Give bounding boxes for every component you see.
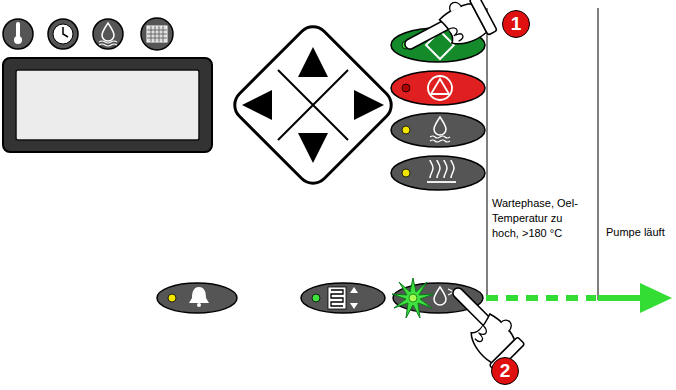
top-icons <box>3 18 173 50</box>
navigation-pad <box>228 20 398 190</box>
pointing-hand <box>398 0 497 72</box>
phase-note: Wartephase, Oel-Temperatur zu hoch, >180… <box>492 196 588 241</box>
callout-number: 1 <box>502 10 530 38</box>
bottom-buttons <box>157 283 483 313</box>
button-column <box>391 28 485 190</box>
phase-note: Pumpe läuft <box>606 225 665 240</box>
callout-number: 2 <box>491 357 519 385</box>
phase-separator <box>487 8 598 300</box>
progress-arrow <box>486 283 672 313</box>
pointing-hand <box>434 278 528 372</box>
display-housing <box>3 58 212 152</box>
display-screen <box>16 70 199 140</box>
blink-burst <box>392 278 434 318</box>
